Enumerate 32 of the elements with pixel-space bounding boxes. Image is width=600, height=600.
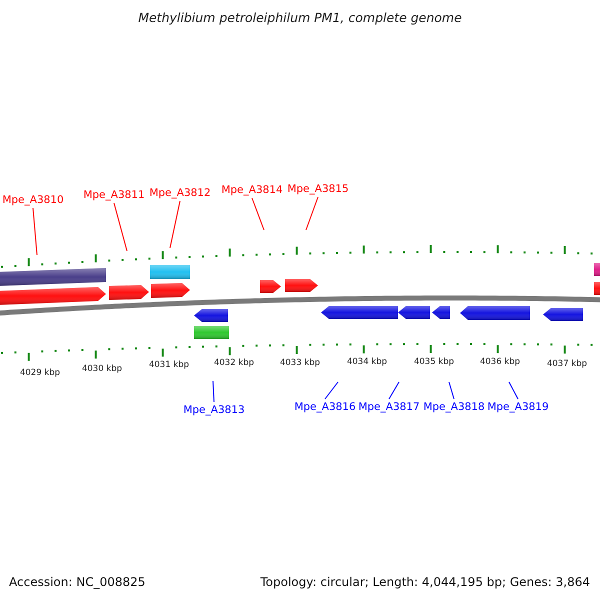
leader-line — [448, 382, 454, 400]
scale-label: 4029 kbp — [20, 368, 60, 378]
scale-label: 4037 kbp — [546, 359, 588, 369]
gene-label: Mpe_A3812 — [147, 186, 213, 200]
gene-label: Mpe_A3817 — [356, 400, 422, 414]
scale-label: 4030 kbp — [82, 364, 122, 374]
gene-label: Mpe_A3818 — [421, 400, 487, 414]
gene-label: Mpe_A3814 — [219, 183, 285, 197]
gene-label: Mpe_A3815 — [285, 182, 351, 196]
gene-label: Mpe_A3819 — [485, 400, 551, 414]
leader-line — [212, 380, 214, 402]
gene-label: Mpe_A3813 — [181, 403, 247, 417]
scale-label: 4031 kbp — [148, 360, 190, 370]
leader-line — [114, 202, 128, 252]
leader-line — [170, 200, 180, 248]
scale-label: 4032 kbp — [214, 358, 254, 368]
leader-line — [388, 382, 400, 400]
scale-label: 4036 kbp — [480, 357, 520, 367]
gene-label: Mpe_A3816 — [292, 400, 358, 414]
scale-label: 4033 kbp — [280, 358, 320, 368]
leader-line — [508, 382, 518, 400]
leader-line — [32, 208, 38, 256]
leader-line — [306, 196, 318, 230]
leader-line — [252, 198, 264, 230]
leader-line — [324, 382, 338, 400]
accession-text: Accession: NC_008825 — [9, 575, 146, 589]
gene-label: Mpe_A3810 — [0, 193, 66, 207]
scale-label: 4035 kbp — [414, 357, 454, 367]
genome-summary-text: Topology: circular; Length: 4,044,195 bp; Genes: 3,864 — [260, 575, 590, 589]
genome-title: Methylibium petroleiphilum PM1, complete genome — [137, 10, 463, 25]
gene-label: Mpe_A3811 — [81, 188, 147, 202]
scale-label: 4034 kbp — [346, 357, 388, 367]
